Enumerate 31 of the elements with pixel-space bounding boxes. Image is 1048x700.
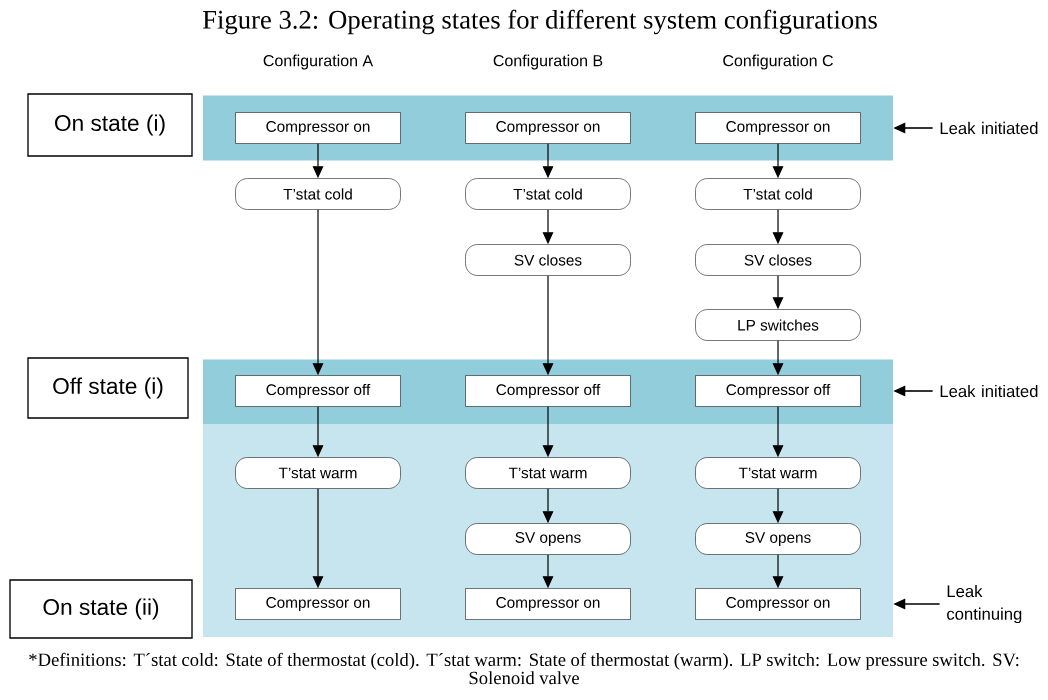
process-box: Compressor on [465,588,631,620]
event-box: T’stat cold [695,178,861,210]
process-box: Compressor on [465,112,631,144]
definitions-note: *Definitions: T´stat cold: State of thermostat (cold). T´stat warm: State of thermostat (warm). LP switch: Low pressure switch. SV: Solenoid valve [29,652,1019,685]
figure-title: Figure 3.2: Operating states for different system configurations [202,9,877,35]
event-box: SV opens [465,523,631,555]
event-box: T’stat cold [465,178,631,210]
state-box: On state (ii) [9,579,193,639]
process-box: Compressor on [695,588,861,620]
event-box: LP switches [695,309,861,341]
event-box: T’stat cold [235,178,401,210]
event-box: SV closes [465,244,631,276]
state-box: Off state (i) [27,357,189,419]
process-box: Compressor off [465,375,631,407]
event-box: SV opens [695,523,861,555]
process-box: Compressor on [695,112,861,144]
process-box: Compressor on [235,588,401,620]
process-box: Compressor on [235,112,401,144]
event-box: T’stat warm [235,457,401,489]
event-box: SV closes [695,244,861,276]
event-box: T’stat warm [695,457,861,489]
event-box: T’stat warm [465,457,631,489]
leak-note: Leak initiated [940,121,1038,135]
column-heading: Configuration B [493,54,603,70]
column-heading: Configuration C [723,54,833,70]
process-box: Compressor off [695,375,861,407]
state-box: On state (i) [27,93,193,157]
leak-note: Leak continuing [947,584,1022,624]
column-heading: Configuration A [263,54,374,70]
process-box: Compressor off [235,375,401,407]
leak-note: Leak initiated [940,384,1038,398]
